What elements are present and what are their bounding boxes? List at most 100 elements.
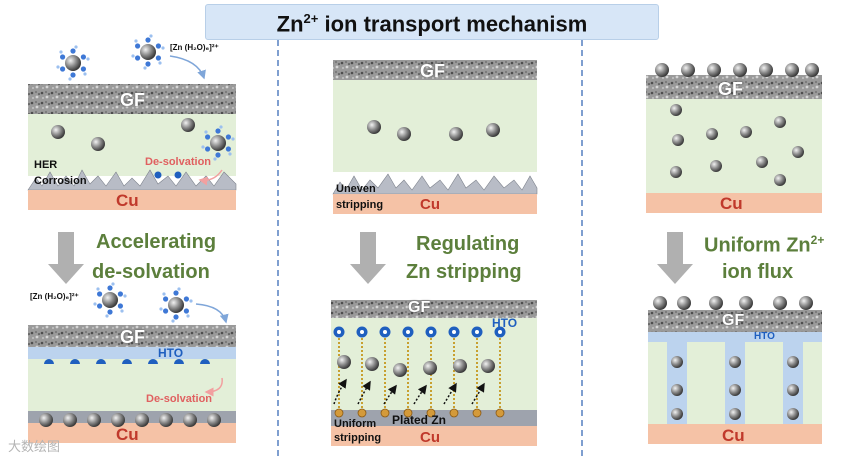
zn-ion-icon xyxy=(87,413,101,427)
hto-label: HTO xyxy=(158,346,184,360)
zn-ion-icon xyxy=(759,63,773,77)
zn-ion-icon xyxy=(423,361,437,375)
zn-ion-icon xyxy=(453,359,467,373)
zn-ion-icon xyxy=(481,359,495,373)
zn-ion-icon xyxy=(740,126,752,138)
her-label: HER xyxy=(34,159,58,171)
zn-ion-icon xyxy=(706,128,718,140)
gf-label: GF xyxy=(420,61,445,81)
zn-ion-icon xyxy=(787,356,799,368)
down-arrow-icon xyxy=(350,232,386,284)
blue-dot xyxy=(174,171,182,179)
dendrite-layer xyxy=(332,173,538,195)
watermark: 大数绘图 xyxy=(8,439,61,454)
down-arrow-icon xyxy=(48,232,84,284)
cu-label: Cu xyxy=(420,429,440,446)
water-molecule-icon xyxy=(131,34,165,70)
zn-ion-icon xyxy=(449,127,463,141)
hydrated-zn-formula: [Zn (H₂O)₆]²⁺ xyxy=(170,43,219,52)
title-box: Zn2+ ion transport mechanism xyxy=(205,4,659,40)
caption-desolvation: de-solvation xyxy=(92,261,210,283)
down-arrow-icon xyxy=(657,232,693,284)
cu-label: Cu xyxy=(116,425,139,444)
zn-ion-icon xyxy=(337,355,351,369)
zn-ion-icon xyxy=(677,296,691,310)
gf-label: GF xyxy=(120,327,145,347)
hydrated-zn-formula: [Zn (H₂O)₆]²⁺ xyxy=(30,292,79,301)
uneven-label: Uneven xyxy=(336,183,376,195)
caption-regulating: Regulating xyxy=(416,233,520,255)
zn-ion-icon xyxy=(111,413,125,427)
middle-bottom-panel xyxy=(331,300,537,446)
zn-ion-icon xyxy=(670,104,682,116)
water-molecule-icon xyxy=(201,125,235,161)
page-title: Zn2+ ion transport mechanism xyxy=(276,11,588,37)
zn-ion-icon xyxy=(774,116,786,128)
plated-zn-label: Plated Zn xyxy=(392,413,447,427)
hto-label: HTO xyxy=(492,316,518,330)
zn-ion-icon xyxy=(393,363,407,377)
water-molecule-icon xyxy=(93,282,127,318)
gf-label: GF xyxy=(722,312,745,329)
caption-ion-flux: ion flux xyxy=(722,261,794,283)
zn-ion-icon xyxy=(63,413,77,427)
zn-ion-icon xyxy=(653,296,667,310)
desolvation-label: De-solvation xyxy=(146,393,213,405)
hto-label: HTO xyxy=(754,331,775,342)
zn-ion-icon xyxy=(681,63,695,77)
caption-accelerating: Accelerating xyxy=(96,231,217,253)
zn-ion-icon xyxy=(486,123,500,137)
zn-ion-icon xyxy=(773,296,787,310)
cu-label: Cu xyxy=(720,194,743,213)
zn-ion-icon xyxy=(792,146,804,158)
caption-uniform-zn: Uniform Zn2+ xyxy=(704,233,825,257)
zn-ion-icon xyxy=(181,118,195,132)
corrosion-label: Corrosion xyxy=(34,175,87,187)
water-molecule-icon xyxy=(159,287,193,323)
zn-ion-icon xyxy=(710,160,722,172)
left-top-panel xyxy=(27,84,237,210)
zn-ion-icon xyxy=(756,156,768,168)
stripping-label: stripping xyxy=(334,432,382,444)
gf-label: GF xyxy=(408,299,431,316)
gf-label: GF xyxy=(718,79,743,99)
cu-label: Cu xyxy=(116,191,139,210)
desolvation-arrow xyxy=(198,169,223,186)
zn-ion-icon xyxy=(397,127,411,141)
right-top-panel xyxy=(646,63,822,213)
dendrite-layer xyxy=(27,169,237,191)
blue-dot xyxy=(154,171,162,179)
zn-ion-icon xyxy=(367,120,381,134)
zn-ion-icon xyxy=(799,296,813,310)
uniform-label: Uniform xyxy=(334,418,377,430)
zn-ion-icon xyxy=(733,63,747,77)
transport-arrow xyxy=(169,55,206,80)
zn-ion-icon xyxy=(785,63,799,77)
zn-ion-icon xyxy=(671,408,683,420)
zn-ion-icon xyxy=(729,356,741,368)
cu-label: Cu xyxy=(722,426,745,445)
cu-label: Cu xyxy=(420,196,440,213)
zn-ion-icon xyxy=(183,413,197,427)
stripping-label: stripping xyxy=(336,199,384,211)
water-molecule-icon xyxy=(56,45,90,81)
zn-ion-icon xyxy=(739,296,753,310)
zn-ion-icon xyxy=(135,413,149,427)
zn-ion-icon xyxy=(707,63,721,77)
zn-ion-icon xyxy=(91,137,105,151)
middle-top-panel xyxy=(332,60,538,214)
zn-ion-icon xyxy=(709,296,723,310)
zn-ion-icon xyxy=(729,384,741,396)
zn-ion-icon xyxy=(671,384,683,396)
zn-ion-icon xyxy=(672,134,684,146)
caption-zn-stripping: Zn stripping xyxy=(406,261,522,283)
left-bottom-panel xyxy=(28,325,236,443)
zn-ion-icon xyxy=(774,174,786,186)
zn-ion-icon xyxy=(365,357,379,371)
zn-ion-icon xyxy=(787,384,799,396)
gf-label: GF xyxy=(120,90,145,110)
zn-ion-icon xyxy=(670,166,682,178)
transport-arrow xyxy=(195,303,229,324)
